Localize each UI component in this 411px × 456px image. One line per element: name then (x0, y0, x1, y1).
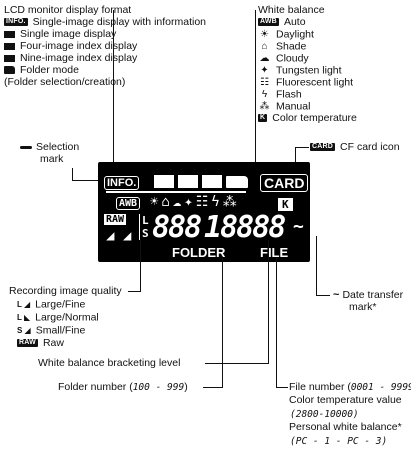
manual-icon: ⁂ (259, 101, 270, 112)
lcd-info: INFO. (104, 176, 140, 190)
leader-selection-h (72, 180, 112, 181)
pwb-label: Personal white balance* (289, 421, 402, 433)
lcd-s: S (139, 227, 149, 240)
selection-mark-icon (20, 145, 32, 149)
color-temp-range: (2800-10000) (290, 409, 359, 420)
quality-heading: Recording image quality (9, 285, 122, 297)
wb-item: ☁Cloudy (259, 52, 309, 65)
date-transfer-label: ~Date transfer (333, 289, 404, 301)
leader-file-h (276, 387, 288, 388)
lcd-raw: RAW (104, 214, 127, 225)
leader-bracketing-h (205, 363, 269, 364)
pwb-range: (PC - 1 - PC - 3) (290, 436, 388, 447)
lcd-single-icon (154, 175, 174, 188)
four-image-icon (4, 42, 15, 50)
wb-item: ⌂Shade (258, 40, 306, 53)
cloudy-icon: ☁ (259, 53, 270, 64)
wb-item: ☷Fluorescent light (258, 76, 353, 89)
quality-item: S ◢Small/Fine (17, 324, 86, 337)
leader-quality-h (128, 291, 140, 292)
small-fine-icon: S ◢ (17, 326, 31, 335)
folder-mode-sub: (Folder selection/creation) (4, 76, 126, 88)
large-normal-icon: L ◣ (17, 313, 31, 322)
lcd-file-label: FILE (260, 245, 289, 260)
daylight-icon: ☀ (260, 29, 269, 40)
leader-quality-v (140, 240, 141, 292)
lcd-card: CARD (260, 174, 309, 192)
leader-cf-h (295, 147, 309, 148)
display-format-item: INFO.Single-image display with informati… (4, 16, 207, 28)
awb-icon: AWB (258, 18, 279, 27)
display-format-item: Four-image index display (4, 40, 137, 53)
leader-cf-v (295, 147, 296, 175)
flash-icon: ϟ (261, 89, 268, 100)
large-fine-icon: L ◢ (17, 300, 31, 309)
leader-date-h (316, 295, 330, 296)
leader-selection (72, 168, 73, 180)
leader-folder-v (222, 258, 223, 388)
lcd-date-transfer-mark: ~ (293, 216, 304, 237)
lcd-folder-icon (226, 176, 248, 188)
selection-mark-line2: mark (40, 153, 64, 165)
folder-icon (4, 66, 15, 75)
quality-item: L ◢Large/Fine (17, 298, 86, 311)
display-format-item: Single image display (4, 28, 116, 41)
leader-date-v (316, 236, 317, 296)
raw-icon: RAW (17, 339, 38, 348)
lcd-panel: INFO. CARD AWB ☀⌂☁✦☷ϟ⁂ K RAW ◢ ◢ L S 888… (98, 162, 310, 262)
leader-file-v (276, 258, 277, 388)
file-number-label: File number (0001 - 9999) (289, 381, 411, 393)
date-transfer-icon: ~ (333, 289, 340, 301)
lcd-quality-icons: ◢ ◢ (106, 228, 132, 244)
lcd-awb: AWB (116, 197, 141, 210)
color-temp-value-label: Color temperature value (289, 394, 402, 406)
display-format-heading: LCD monitor display format (4, 4, 132, 16)
lcd-four-icon (178, 175, 198, 188)
lcd-selection-marks (106, 191, 246, 193)
single-image-icon (4, 30, 15, 38)
wb-item: ✦Tungsten light (258, 64, 341, 77)
fluorescent-icon: ☷ (260, 77, 269, 88)
lcd-folder-label: FOLDER (172, 245, 226, 260)
lcd-file-digits: 18888 (204, 210, 286, 245)
wb-item: ⁂Manual (259, 100, 311, 113)
lcd-l: L (139, 214, 149, 227)
display-format-item: Nine-image index display (4, 52, 137, 65)
cf-card-icon: CARD (310, 143, 336, 152)
date-transfer-line2: mark* (349, 301, 377, 313)
lcd-k: K (278, 198, 293, 211)
wb-item: ☀Daylight (258, 28, 314, 41)
selection-mark-label: Selection (20, 141, 79, 154)
color-temperature-icon: K (258, 114, 268, 123)
lcd-folder-digits: 888 (152, 210, 202, 245)
white-balance-heading: White balance (258, 4, 325, 16)
wb-bracketing-label: White balance bracketing level (38, 357, 181, 369)
nine-image-icon (4, 54, 15, 62)
info-icon: INFO. (4, 18, 28, 27)
display-format-item: Folder mode (4, 64, 79, 77)
lcd-wb-icons: ☀⌂☁✦☷ϟ⁂ (150, 194, 240, 210)
folder-number-label: Folder number (100 - 999) (58, 381, 188, 393)
leader-display-format (113, 10, 114, 174)
quality-item: L ◣Large/Normal (17, 311, 99, 324)
leader-bracketing-v (268, 240, 269, 364)
leader-white-balance (255, 10, 256, 174)
lcd-nine-icon (202, 175, 222, 188)
leader-folder-h (203, 387, 223, 388)
tungsten-icon: ✦ (260, 65, 269, 76)
shade-icon: ⌂ (261, 41, 268, 52)
